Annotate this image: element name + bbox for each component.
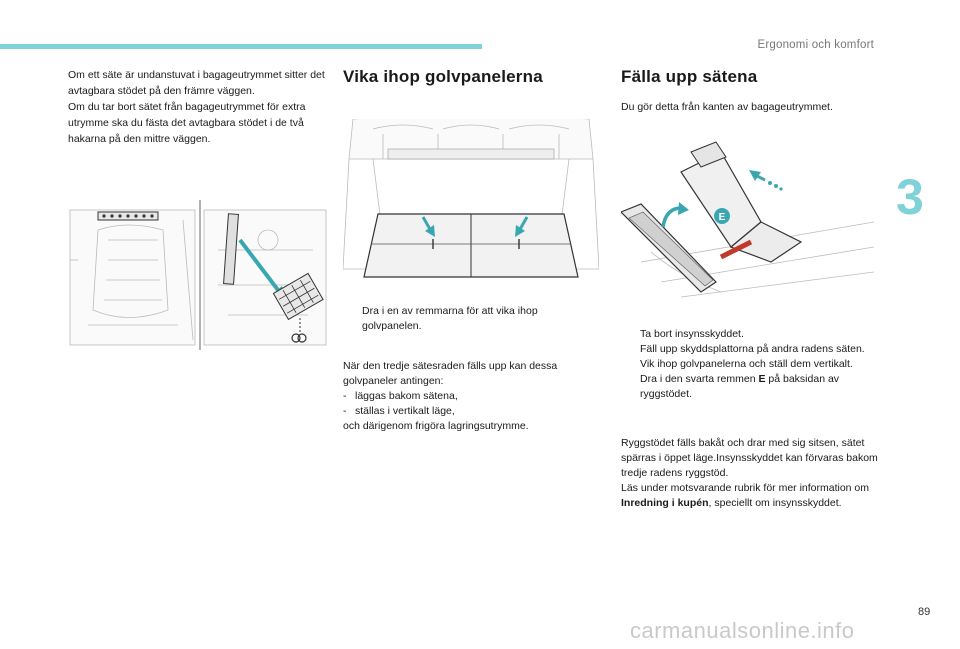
paragraph: och därigenom frigöra lagringsutrymme. <box>343 420 529 432</box>
strap-label-e: E <box>719 212 726 223</box>
raise-seats-description: Ryggstödet fälls bakåt och drar med sig … <box>621 436 883 511</box>
list-item: Vik ihop golvpanelerna och ställ dem ver… <box>640 358 853 370</box>
header-accent-bar <box>0 44 482 49</box>
support-bracket-illustration <box>69 200 327 350</box>
cross-reference: Inredning i kupén <box>621 497 709 509</box>
chapter-title: Ergonomi och komfort <box>757 39 874 51</box>
list-item: Fäll upp skyddsplattorna på andra radens… <box>640 343 865 355</box>
raise-seats-steps: Ta bort insynsskyddet. Fäll upp skyddspl… <box>621 327 883 402</box>
paragraph: När den tredje sätesraden fälls upp kan … <box>343 360 558 387</box>
fold-panels-steps: Dra i en av remmarna för att vika ihop g… <box>343 304 598 334</box>
list-item: Dra i en av remmarna för att vika ihop g… <box>362 305 538 332</box>
list-item: -läggas bakom sätena, <box>343 390 458 402</box>
raise-seats-intro: Du gör detta från kanten av bagageutrymm… <box>621 101 833 113</box>
list-item: -ställas i vertikalt läge, <box>343 405 455 417</box>
paragraph: Om du tar bort sätet från bagageutrymmet… <box>68 101 306 145</box>
list-item: Dra i den svarta remmen E på baksidan av… <box>640 373 840 400</box>
paragraph: Om ett säte är undanstuvat i bagageutrym… <box>68 69 325 97</box>
chapter-number: 3 <box>896 169 924 225</box>
paragraph: Ryggstödet fälls bakåt och drar med sig … <box>621 437 878 479</box>
seat-raise-illustration: E <box>621 141 874 298</box>
page-number: 89 <box>918 606 931 618</box>
floor-panels-illustration <box>343 119 599 278</box>
list-item: Ta bort insynsskyddet. <box>640 328 744 340</box>
paragraph: Läs under motsvarande rubrik för mer inf… <box>621 482 870 509</box>
watermark: carmanualsonline.info <box>630 618 855 643</box>
support-instructions: Om ett säte är undanstuvat i bagageutrym… <box>68 67 328 147</box>
fold-panels-description: När den tredje sätesraden fälls upp kan … <box>343 359 603 434</box>
section-title-fold-panels: Vika ihop golvpanelerna <box>343 67 543 86</box>
section-title-raise-seats: Fälla upp sätena <box>621 67 758 86</box>
